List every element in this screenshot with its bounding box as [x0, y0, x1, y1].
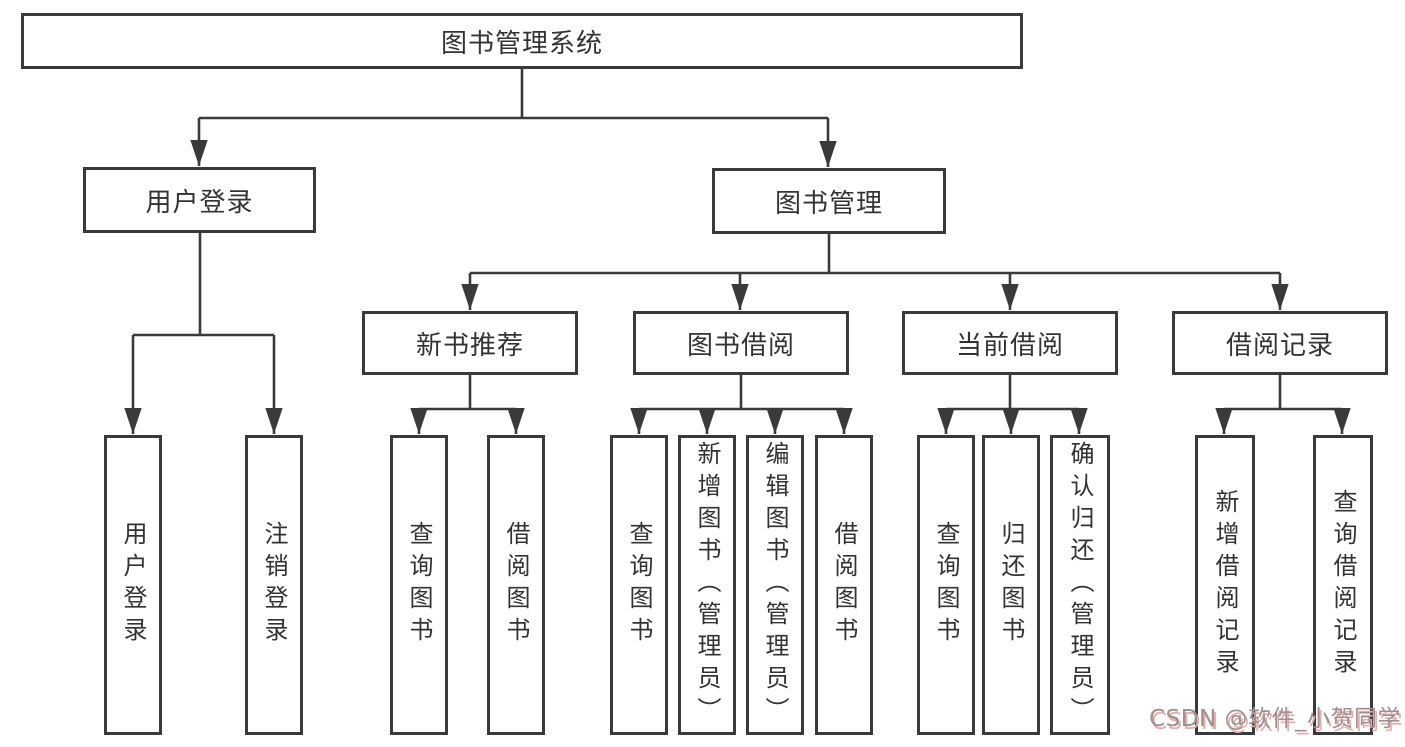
leaf-user-login-label: 用户登录 — [119, 521, 147, 649]
leaf-current-search-books: 查询图书 — [917, 435, 975, 735]
node-book-borrowing-label: 图书借阅 — [686, 330, 795, 361]
leaf-borrow-search-books-label: 查询图书 — [625, 521, 653, 649]
node-library-system: 图书管理系统 — [21, 13, 1023, 69]
leaf-current-return-books-label: 归还图书 — [997, 521, 1025, 649]
leaf-borrow-borrow-books-label: 借阅图书 — [830, 521, 858, 649]
leaf-records-search-record-label: 查询借阅记录 — [1329, 489, 1357, 681]
leaf-borrow-edit-books-admin: 编辑图书（管理员） — [746, 435, 804, 735]
node-current-borrowing: 当前借阅 — [902, 311, 1118, 375]
node-borrowing-records: 借阅记录 — [1172, 311, 1388, 375]
leaf-borrow-borrow-books: 借阅图书 — [815, 435, 873, 735]
leaf-recommend-search-books: 查询图书 — [390, 435, 448, 735]
leaf-records-add-record-label: 新增借阅记录 — [1211, 489, 1239, 681]
node-book-management-branch-label: 图书管理 — [774, 188, 883, 219]
leaf-recommend-borrow-books-label: 借阅图书 — [502, 521, 530, 649]
leaf-user-login: 用户登录 — [104, 435, 162, 735]
leaf-borrow-add-books-admin-label: 新增图书（管理员） — [693, 441, 721, 729]
node-book-management-branch: 图书管理 — [712, 168, 946, 234]
leaf-current-search-books-label: 查询图书 — [932, 521, 960, 649]
leaf-records-add-record: 新增借阅记录 — [1195, 435, 1255, 735]
leaf-recommend-search-books-label: 查询图书 — [405, 521, 433, 649]
leaf-recommend-borrow-books: 借阅图书 — [487, 435, 545, 735]
node-book-borrowing: 图书借阅 — [633, 311, 849, 375]
leaf-current-confirm-return-admin-label: 确认归还（管理员） — [1066, 441, 1094, 729]
node-user-login-branch-label: 用户登录 — [145, 187, 254, 218]
leaf-current-return-books: 归还图书 — [982, 435, 1040, 735]
node-new-book-recommendation: 新书推荐 — [362, 311, 578, 375]
leaf-borrow-edit-books-admin-label: 编辑图书（管理员） — [761, 441, 789, 729]
leaf-logout: 注销登录 — [245, 435, 303, 735]
leaf-borrow-search-books: 查询图书 — [610, 435, 668, 735]
node-user-login-branch: 用户登录 — [83, 167, 316, 233]
node-new-book-recommendation-label: 新书推荐 — [415, 330, 524, 361]
leaf-borrow-add-books-admin: 新增图书（管理员） — [678, 435, 736, 735]
node-borrowing-records-label: 借阅记录 — [1225, 330, 1334, 361]
node-library-system-label: 图书管理系统 — [440, 28, 603, 59]
leaf-logout-label: 注销登录 — [260, 521, 288, 649]
node-current-borrowing-label: 当前借阅 — [955, 330, 1064, 361]
leaf-records-search-record: 查询借阅记录 — [1313, 435, 1373, 735]
leaf-current-confirm-return-admin: 确认归还（管理员） — [1050, 435, 1110, 735]
csdn-watermark: CSDN @软件_小贺同学 — [1149, 706, 1401, 732]
